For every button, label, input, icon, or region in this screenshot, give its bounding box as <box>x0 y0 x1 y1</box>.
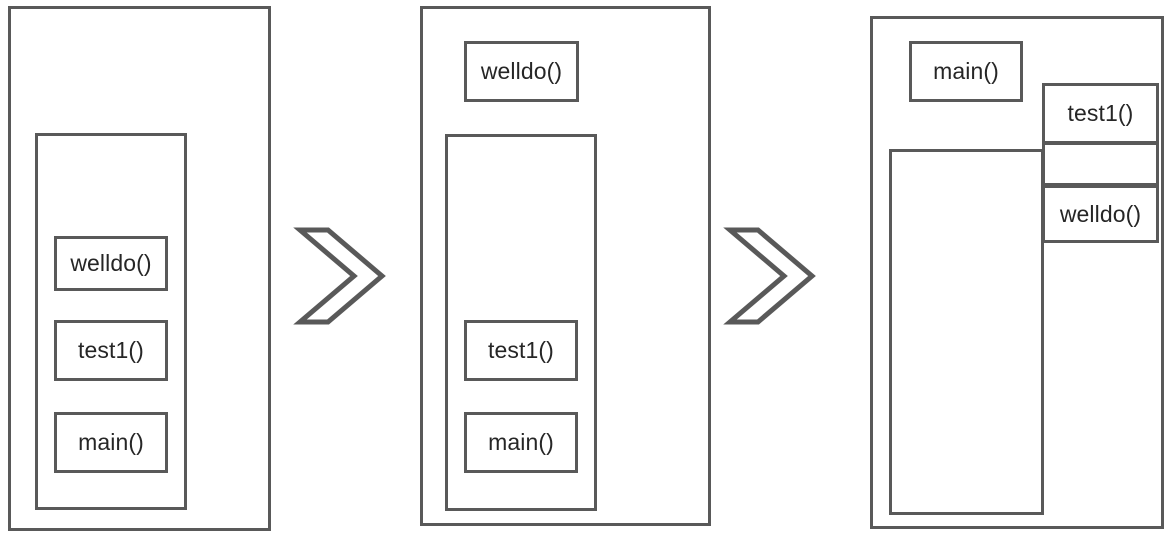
panel-1-outer-frame <box>8 6 271 531</box>
panel-1-box-welldo[interactable]: welldo() <box>54 236 168 291</box>
chevron-right-icon-2 <box>723 226 816 326</box>
panel-3-box-main[interactable]: main() <box>909 41 1023 102</box>
panel-2-box-welldo[interactable]: welldo() <box>464 41 579 102</box>
panel-3-box-welldo[interactable]: welldo() <box>1042 185 1159 243</box>
panel-3-box-test1[interactable]: test1() <box>1042 83 1159 144</box>
panel-1-box-main-label: main() <box>78 429 144 455</box>
panel-3-inner-frame <box>889 149 1044 515</box>
panel-2-box-test1[interactable]: test1() <box>464 320 578 381</box>
panel-3-outer-frame <box>870 16 1164 529</box>
chevron-right-icon-1 <box>293 226 386 326</box>
panel-2-box-main[interactable]: main() <box>464 412 578 473</box>
panel-2-box-welldo-label: welldo() <box>480 58 563 84</box>
panel-2-box-main-label: main() <box>488 429 554 455</box>
panel-1-box-test1[interactable]: test1() <box>54 320 168 381</box>
panel-3-box-main-label: main() <box>933 58 999 84</box>
panel-3-box-welldo-label: welldo() <box>1059 200 1142 227</box>
panel-2-outer-frame <box>420 6 711 526</box>
panel-2-inner-frame <box>445 134 597 511</box>
panel-2-box-test1-label: test1() <box>488 337 554 363</box>
panel-1-inner-frame <box>35 133 187 510</box>
panel-3-box-test1-label: test1() <box>1067 100 1134 126</box>
panel-1-box-welldo-label: welldo() <box>70 250 152 276</box>
panel-3-box-empty[interactable] <box>1042 142 1159 186</box>
panel-1-box-test1-label: test1() <box>78 337 144 363</box>
panel-1-box-main[interactable]: main() <box>54 412 168 473</box>
